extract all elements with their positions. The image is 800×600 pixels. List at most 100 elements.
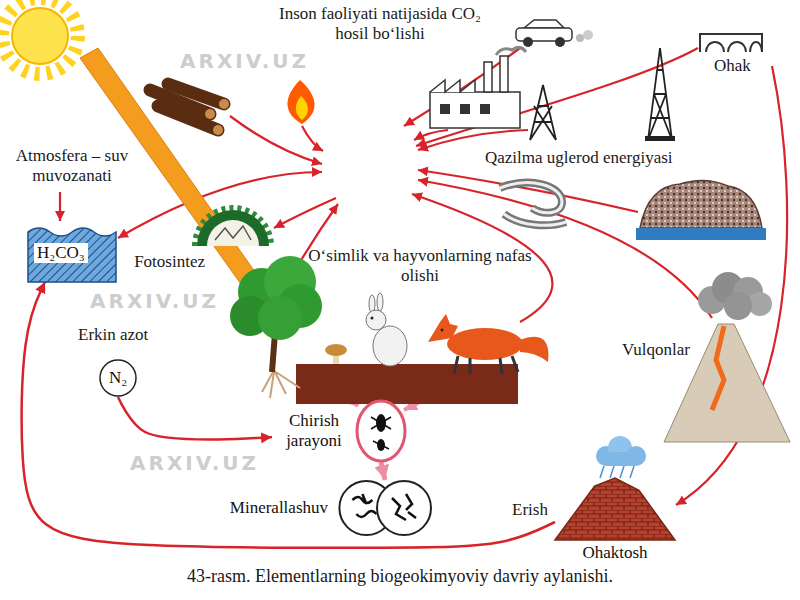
mushroom-part — [325, 344, 347, 356]
factory-part — [496, 47, 526, 55]
oil-derrick-part — [645, 136, 675, 141]
circle-outline-part — [100, 360, 136, 396]
volcano-part — [724, 292, 752, 320]
water-outline-part — [28, 228, 116, 282]
node-label: Ohaktosh — [582, 543, 647, 563]
fire-part — [296, 96, 308, 120]
label-text: Ohak — [714, 56, 751, 76]
node-label: Minerallashuv — [230, 498, 328, 518]
factory-part — [430, 80, 475, 92]
label-text: Atmosfera – suv muvozanati — [2, 146, 142, 185]
rabbit-part — [377, 293, 383, 311]
mushroom — [325, 344, 347, 364]
oil-derrick-part — [530, 85, 556, 140]
label-text: Erkin azot — [78, 325, 148, 345]
sun-part — [2, 0, 78, 74]
limestone-mound: Ohaktosh — [555, 478, 675, 563]
logs-part — [158, 106, 218, 130]
factory-part — [430, 92, 520, 128]
car-part — [583, 30, 593, 40]
lime-kiln-part — [700, 34, 762, 52]
oval-outline-part — [371, 417, 391, 429]
water-body: H₂CO₃ — [28, 224, 116, 282]
logs-part — [219, 99, 229, 109]
factory-part — [480, 104, 490, 114]
tree-part — [262, 370, 300, 398]
oval-outline-part — [373, 441, 389, 449]
oil-derrick — [530, 48, 675, 141]
photosynthesis-symbol-part — [207, 220, 259, 246]
node-label: N₂ — [109, 368, 127, 388]
factory-part — [460, 104, 470, 114]
car-part — [555, 37, 565, 47]
rain-cloud — [596, 436, 646, 478]
node-label: Chirish jarayoni — [278, 411, 350, 450]
rain-cloud-part — [606, 452, 636, 466]
water-outline — [28, 228, 116, 282]
watermark: ARXIV.UZ — [90, 290, 219, 313]
mineral-outline-part — [377, 481, 431, 535]
label-text: Vulqonlar — [622, 340, 690, 360]
oval-outline-part — [357, 401, 405, 461]
watermark: ARXIV.UZ — [180, 50, 309, 73]
carbon-flow-arrows-part — [274, 198, 336, 228]
sun — [2, 0, 78, 74]
decay-oval: Chirish jarayoni — [272, 400, 406, 462]
car — [516, 20, 593, 47]
rain-cloud-part — [600, 466, 634, 478]
factory-part — [500, 56, 508, 92]
fossil-fuel-arrows-part — [504, 214, 566, 225]
fox-part — [428, 314, 458, 342]
factory-part — [484, 62, 492, 92]
edge-label: Erish — [510, 500, 550, 520]
label-text: Fotosintez — [134, 252, 205, 272]
carbon-flow-arrows-part — [59, 192, 61, 221]
figure-caption: 43-rasm. Elementlarning biogeokimyoviy d… — [0, 566, 800, 588]
fox-part — [520, 337, 548, 362]
mineralization-circle: Minerallashuv — [224, 480, 432, 536]
mineral-outline-part — [352, 494, 376, 517]
coal-deposit-part — [640, 180, 762, 228]
fox-part — [441, 329, 444, 332]
soil-part — [296, 364, 518, 404]
lime-kiln — [700, 34, 762, 52]
fire — [287, 80, 314, 124]
factory — [430, 47, 526, 128]
fox-part — [447, 328, 523, 360]
mound-outline-part — [555, 478, 675, 540]
photosynthesis-symbol-part — [215, 226, 251, 240]
carbon-flow-arrows-part — [416, 48, 698, 146]
car-part — [576, 34, 584, 42]
soil — [296, 364, 518, 404]
volcano-part — [712, 326, 724, 410]
logs — [150, 84, 229, 135]
logs-part — [213, 125, 223, 135]
car-part — [523, 37, 533, 47]
circle-outline — [100, 360, 136, 396]
fossil-fuel-arrows-part — [500, 183, 562, 213]
car-part — [524, 20, 564, 28]
fossil-fuel-arrows-part — [504, 214, 566, 225]
coal-deposit-part — [636, 228, 766, 240]
rabbit-part — [366, 310, 386, 330]
oil-derrick-part — [648, 48, 672, 140]
coal-deposit — [636, 180, 766, 240]
sun-part — [12, 8, 68, 64]
flow-connector — [118, 397, 272, 439]
lime-kiln-part — [706, 42, 762, 52]
mineral-outline-part — [392, 494, 416, 520]
fossil-fuel-arrows — [500, 183, 566, 226]
carbon-flow-arrows-part — [230, 116, 322, 164]
mineral-outline — [339, 481, 431, 535]
node-label: H₂CO₃ — [34, 243, 88, 263]
tree — [230, 256, 322, 398]
label-text: Qazilma uglerod energiyasi — [485, 148, 673, 168]
photosynthesis-symbol — [195, 208, 271, 246]
flow-connector — [22, 282, 555, 548]
mound-outline — [555, 478, 675, 540]
label-text: Inson faoliyati natijasida CO₂ hosil boʻ… — [273, 4, 488, 43]
fox-part — [454, 356, 518, 374]
rabbit — [366, 293, 407, 366]
logs-part — [168, 84, 224, 104]
